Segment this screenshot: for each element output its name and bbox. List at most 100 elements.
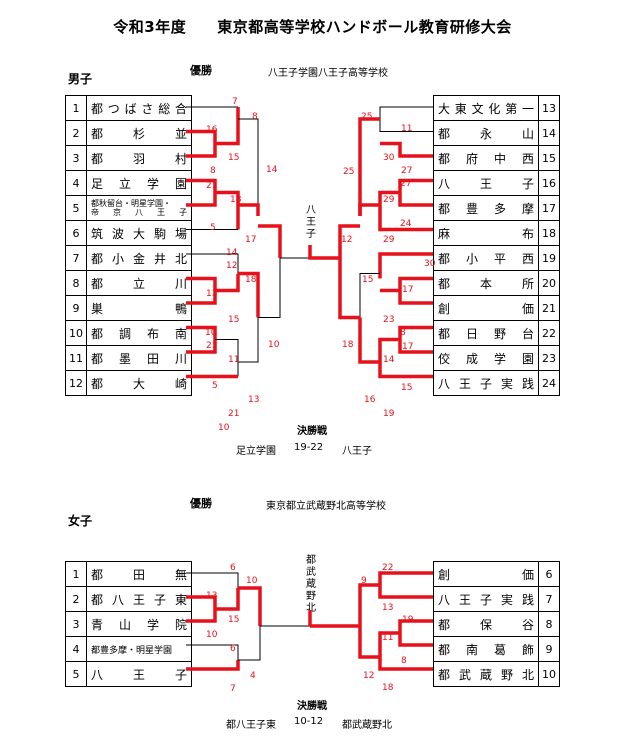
girls-champion-name: 東京都立武蔵野北高等学校 — [266, 501, 386, 512]
winner-path-line — [380, 141, 433, 158]
score-label: 8 — [210, 166, 216, 176]
winner-path-line — [186, 129, 217, 158]
score-label: 13 — [206, 591, 217, 601]
winner-path-line — [238, 271, 260, 318]
team-name: 都つばさ総合 — [86, 95, 192, 121]
winner-path-line — [186, 660, 240, 671]
score-label: 13 — [382, 603, 393, 613]
score-label: 11 — [228, 355, 239, 365]
team-name: 都杉並 — [86, 120, 192, 146]
score-label: 8 — [252, 112, 258, 122]
document-title: 令和3年度 東京都高等学校ハンドボール教育研修大会 — [113, 18, 512, 36]
score-label: 25 — [343, 167, 354, 177]
score-label: 14 — [266, 165, 278, 175]
team-name-line-1: 都秋留台・明星学園・ — [91, 199, 171, 208]
winner-path-line — [215, 107, 240, 146]
score-label: 12 — [341, 235, 352, 245]
score-label: 8 — [401, 656, 407, 666]
winner-path-line — [378, 631, 433, 671]
score-label: 17 — [402, 285, 413, 295]
score-label: 10 — [206, 630, 218, 640]
team-name: 八王子実践 — [433, 586, 539, 612]
score-label: 21 — [206, 341, 217, 351]
champion-path-line — [308, 245, 340, 260]
score-label: 5 — [210, 223, 216, 233]
bracket-line — [186, 253, 239, 274]
score-label: 17 — [402, 342, 413, 352]
winner-path-line — [378, 571, 433, 599]
winner-path-line — [215, 274, 240, 293]
team-seed-number: 24 — [538, 370, 560, 396]
girls-final-label: 決勝戦 — [297, 701, 327, 712]
score-label: 17 — [245, 235, 256, 245]
score-label: 9 — [361, 576, 367, 586]
score-label: 11 — [382, 633, 393, 643]
winner-path-line — [378, 337, 433, 379]
boys-final-right-team: 八王子 — [342, 446, 372, 457]
boys-champion-label: 優勝 — [190, 64, 212, 77]
team-name: 創価 — [433, 295, 539, 321]
winner-path-line — [378, 252, 433, 279]
team-name: 都小平西 — [433, 245, 539, 271]
team-name: 都立川 — [86, 270, 192, 296]
winner-path-line — [358, 203, 380, 216]
score-label: 10 — [205, 328, 217, 338]
score-label: 10 — [268, 340, 280, 350]
score-label: 11 — [401, 124, 412, 134]
team-name: 都羽村 — [86, 145, 192, 171]
team-seed-number: 8 — [538, 611, 560, 637]
bracket-line — [359, 273, 380, 318]
team-name: 都南葛飾 — [433, 636, 539, 662]
score-label: 6 — [230, 563, 236, 573]
winner-path-line — [238, 586, 262, 626]
team-seed-number: 23 — [538, 345, 560, 371]
team-seed-number: 17 — [538, 195, 560, 221]
winner-path-line — [238, 203, 260, 216]
score-label: 27 — [400, 179, 411, 189]
score-label: 19 — [402, 615, 414, 625]
winner-path-line — [358, 117, 380, 216]
team-name: 都大崎 — [86, 370, 192, 396]
team-name: 足立学園 — [86, 170, 192, 196]
score-label: 15 — [401, 383, 412, 393]
score-label: 5 — [212, 381, 218, 391]
score-label: 13 — [248, 395, 259, 405]
team-name: 八王子 — [86, 661, 192, 687]
girls-section-label: 女子 — [68, 514, 93, 528]
bracket-line — [186, 644, 239, 660]
score-label: 13 — [206, 289, 217, 299]
girls-winner-vertical: 都武蔵野北 — [306, 555, 316, 614]
boys-final-score: 19-22 — [294, 442, 324, 453]
score-label: 15 — [362, 275, 373, 285]
score-label: 15 — [228, 615, 239, 625]
winner-path-line — [378, 190, 433, 232]
team-seed-number: 16 — [538, 170, 560, 196]
score-label: 19 — [383, 409, 395, 419]
team-name: 創価 — [433, 561, 539, 587]
boys-champion-name: 八王子学園八王子高等学校 — [268, 68, 388, 79]
team-seed-number: 13 — [538, 95, 560, 121]
bracket-line — [238, 626, 261, 661]
